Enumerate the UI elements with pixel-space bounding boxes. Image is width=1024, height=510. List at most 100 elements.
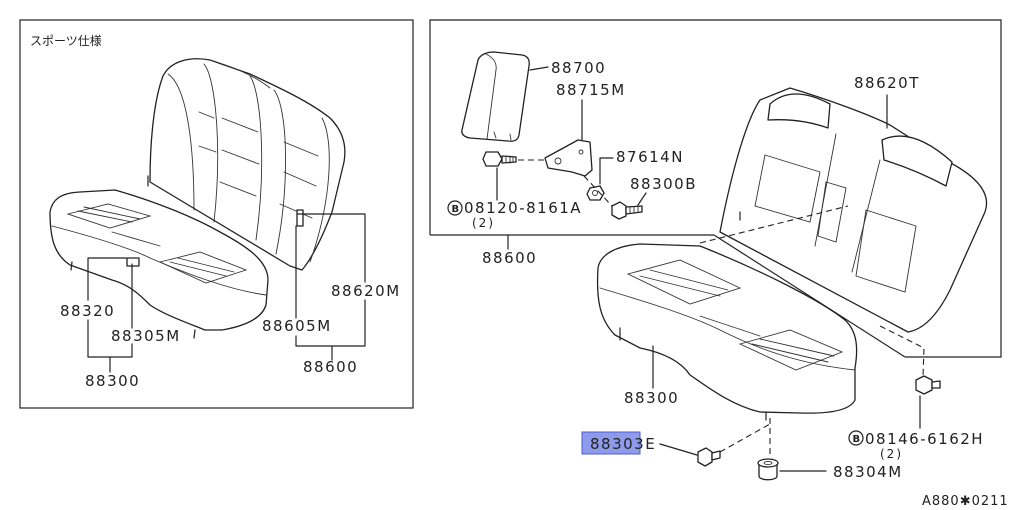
clip-top — [757, 458, 779, 468]
left-seat-cushion-panel — [66, 203, 152, 229]
bolt-head — [611, 201, 627, 220]
right-panel-frame — [429, 19, 1002, 358]
left-seat-cushion-edge — [51, 225, 267, 296]
part-label-88300-left[interactable]: 88300 — [85, 372, 140, 390]
bolt-08146-drawing — [915, 375, 941, 395]
left-seat-cushion-clip — [126, 257, 140, 267]
part-label-88300B[interactable]: 88300B — [630, 175, 697, 193]
left-panel-frame — [19, 19, 414, 409]
clip-88304M-drawing — [757, 458, 779, 481]
highlight-88303E — [581, 431, 641, 455]
left-seat-back-clip — [296, 209, 304, 227]
dashed-guide — [699, 205, 849, 244]
part-label-88300-right[interactable]: 88300 — [624, 389, 679, 407]
right-seat-cushion-drawing — [596, 243, 858, 421]
right-panel: 88700 88715M B 08120-8161A (2) 87614N — [429, 19, 1002, 481]
right-seat-back-panel — [817, 181, 847, 243]
bolt-thread — [629, 205, 639, 214]
part-label-87614N[interactable]: 87614N — [616, 148, 684, 166]
left-seat-back-seam — [309, 117, 330, 263]
bolt-thread — [505, 155, 514, 164]
dashed-guide — [583, 175, 613, 207]
bolt-marker-circle — [447, 200, 463, 216]
leader-88700 — [529, 66, 549, 71]
quantity-label: (2) — [472, 216, 495, 230]
part-label-88320[interactable]: 88320 — [60, 302, 115, 320]
part-label-88620T[interactable]: 88620T — [854, 74, 920, 92]
bracket-outline — [544, 139, 593, 177]
left-seat-back-seam — [203, 63, 219, 223]
right-seat-cushion-edge — [599, 287, 856, 371]
right-seat-cushion-stripes — [639, 269, 835, 363]
nut-body — [586, 185, 605, 201]
variant-label: スポーツ仕様 — [30, 34, 102, 48]
bolt-shaft — [501, 155, 517, 164]
left-seat-back-seam — [167, 73, 195, 211]
bolt-marker-circle — [848, 430, 864, 446]
left-seat-back-drawing — [147, 58, 346, 271]
bracket-88600-left — [295, 213, 366, 361]
bolt-08120-drawing — [482, 151, 517, 167]
leader-88300B — [637, 192, 647, 206]
right-seat-cushion-panel — [738, 329, 844, 371]
left-seat-back-top-seam — [209, 59, 271, 89]
right-seat-back-panel — [754, 154, 821, 223]
headrest-drawing — [461, 51, 530, 142]
left-seat-back-seam — [249, 75, 263, 241]
left-seat-cushion-stripes — [77, 206, 235, 277]
part-label-08120-8161A[interactable]: 08120-8161A — [464, 199, 582, 217]
part-label-88600-left[interactable]: 88600 — [303, 358, 358, 376]
right-seat-back-drawing — [719, 87, 988, 333]
left-panel: スポーツ仕様 88320 8 — [19, 19, 414, 409]
part-label-88600-right[interactable]: 88600 — [482, 249, 537, 267]
left-seat-back-outline — [149, 58, 346, 271]
part-label-88303E[interactable]: 88303E — [590, 435, 656, 453]
right-seat-cushion-panel — [626, 259, 742, 305]
bolt-shaft — [711, 450, 721, 461]
right-seat-cushion-foot — [619, 327, 767, 421]
left-seat-cushion-drawing — [49, 189, 269, 339]
right-seat-back-divider — [814, 133, 881, 273]
part-label-88620M[interactable]: 88620M — [331, 282, 401, 300]
dashed-guide — [879, 325, 925, 377]
left-seat-back-quilting — [198, 111, 319, 219]
clip-hole — [763, 460, 773, 466]
part-label-88700[interactable]: 88700 — [551, 59, 606, 77]
diagram-code: A880✱0211 — [922, 494, 1009, 509]
left-seat-back-seam — [273, 89, 286, 255]
bolt-marker-letter: B — [452, 204, 460, 215]
bolt-88300B-drawing — [611, 201, 643, 220]
dashed-guide — [719, 423, 771, 453]
frame-diagonal — [713, 234, 906, 358]
bolt-marker-letter: B — [853, 434, 861, 445]
bolt-head — [697, 447, 713, 467]
headrest-edge — [485, 53, 497, 140]
right-seat-back-headrest — [767, 93, 831, 129]
part-label-88605M[interactable]: 88605M — [262, 317, 332, 335]
left-seat-cushion-foot — [70, 261, 196, 339]
quantity-label: (2) — [880, 447, 903, 461]
right-seat-back-panel — [855, 209, 917, 293]
bracket-88300-left — [87, 319, 133, 373]
part-label-88715M[interactable]: 88715M — [556, 81, 626, 99]
leader-87614N — [599, 157, 614, 185]
left-seat-cushion-panel — [158, 251, 248, 284]
headrest-outline — [461, 51, 530, 142]
headrest-stay-hole — [493, 131, 512, 141]
right-seat-back-headrest — [881, 135, 953, 187]
nut-drawing — [586, 185, 605, 201]
nut-hole — [592, 190, 598, 196]
bolt-88303E-drawing — [697, 447, 721, 467]
part-label-88305M[interactable]: 88305M — [111, 327, 181, 345]
bolt-head — [915, 375, 933, 395]
bracket-hole — [578, 149, 584, 155]
part-label-88304M[interactable]: 88304M — [833, 463, 903, 481]
left-seat-cushion-outline — [49, 189, 269, 331]
bracket-drawing — [544, 139, 593, 177]
leader-88320 — [87, 257, 127, 301]
bracket-hole — [554, 157, 562, 165]
part-label-08146-6162H[interactable]: 08146-6162H — [865, 430, 984, 448]
bolt-head — [482, 151, 503, 167]
bolt-shaft — [931, 380, 941, 389]
